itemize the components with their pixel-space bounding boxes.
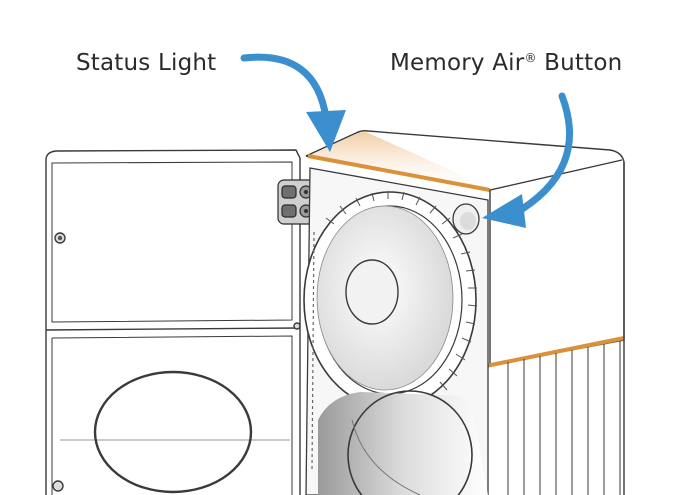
fan-ribs — [325, 191, 478, 391]
memory-air-text: Memory Air — [390, 50, 525, 76]
status-light-arrow — [240, 53, 346, 152]
registered-mark: ® — [524, 51, 537, 65]
memory-air-arrow — [482, 92, 573, 228]
door-panel — [45, 149, 301, 495]
hinge-icon — [277, 179, 319, 225]
button-text: Button — [536, 50, 623, 76]
button-icon — [452, 203, 480, 235]
fan-housing — [303, 167, 489, 495]
memory-air-button-label: Memory Air® Button — [390, 50, 622, 76]
status-light-label: Status Light — [76, 50, 216, 76]
side-slats — [507, 162, 625, 495]
status-light-text: Status Light — [76, 50, 217, 76]
body-top — [305, 130, 625, 495]
